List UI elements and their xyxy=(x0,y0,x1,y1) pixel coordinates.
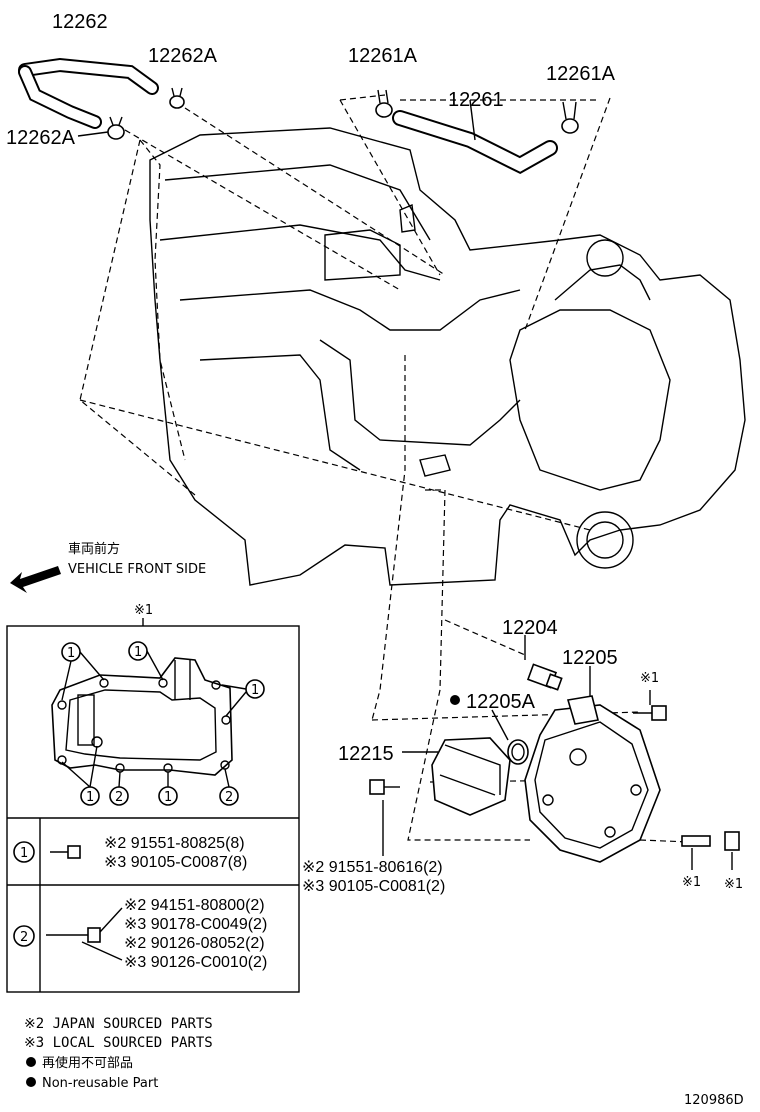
row2-line1: ※2 94151-80800(2) xyxy=(124,897,265,914)
label-12262A-left: 12262A xyxy=(6,127,76,149)
label-12204: 12204 xyxy=(502,617,558,639)
nonreusable-icon-en xyxy=(26,1077,36,1087)
label-12205A: 12205A xyxy=(466,691,536,713)
clip-12261A-left xyxy=(375,89,393,118)
note-japan: ※2 JAPAN SOURCED PARTS xyxy=(24,1016,213,1032)
label-12262: 12262 xyxy=(52,11,108,33)
nonreusable-icon-jp xyxy=(26,1057,36,1067)
bolt-main-line2: ※3 90105-C0081(2) xyxy=(302,878,445,895)
hose-12262 xyxy=(18,57,159,129)
ref-mark-stud: ※1 xyxy=(682,875,701,890)
svg-text:1: 1 xyxy=(67,646,75,661)
svg-text:1: 1 xyxy=(251,683,259,698)
label-12262A-top: 12262A xyxy=(148,45,218,67)
svg-text:1: 1 xyxy=(86,790,94,805)
row2-line3: ※2 90126-08052(2) xyxy=(124,935,265,952)
svg-text:2: 2 xyxy=(115,790,123,805)
pcv-valve-12204 xyxy=(524,635,563,691)
svg-text:1: 1 xyxy=(164,790,172,805)
stud-bolt xyxy=(681,835,711,870)
leader-lines xyxy=(79,94,691,843)
bolt-ref-top xyxy=(633,690,667,721)
clip-12262A-top xyxy=(169,87,185,109)
note-nonreuse-jp: 再使用不可部品 xyxy=(42,1055,133,1071)
svg-text:1: 1 xyxy=(134,645,142,660)
cap-12205 xyxy=(524,666,661,863)
figure-id: 120986D xyxy=(684,1093,744,1108)
front-arrow-icon xyxy=(10,566,61,593)
row1-line2: ※3 90105-C0087(8) xyxy=(104,854,247,871)
front-label-en: VEHICLE FRONT SIDE xyxy=(68,562,206,577)
table-header-mark: ※1 xyxy=(134,603,153,618)
notes: ※2 JAPAN SOURCED PARTS ※3 LOCAL SOURCED … xyxy=(24,1016,213,1091)
label-12261: 12261 xyxy=(448,89,504,111)
label-12205: 12205 xyxy=(562,647,618,669)
row2-circle: 2 xyxy=(20,930,28,945)
row1-line1: ※2 91551-80825(8) xyxy=(104,835,245,852)
clip-12261A-right xyxy=(561,101,579,134)
ref-mark-top: ※1 xyxy=(640,671,659,686)
label-12261A-right: 12261A xyxy=(546,63,616,85)
bolt-main xyxy=(369,779,400,856)
gasket-12205A xyxy=(491,709,529,765)
ref-mark-nut: ※1 xyxy=(724,877,743,892)
hose-12261 xyxy=(392,99,558,175)
engine-outline xyxy=(149,127,746,586)
bolt-main-line1: ※2 91551-80616(2) xyxy=(302,859,443,876)
nut xyxy=(724,831,740,870)
row2-line4: ※3 90126-C0010(2) xyxy=(124,954,267,971)
clip-12262A-left xyxy=(77,116,125,140)
row2-line2: ※3 90178-C0049(2) xyxy=(124,916,267,933)
label-12215: 12215 xyxy=(338,743,394,765)
separator-12215 xyxy=(402,737,511,816)
note-local: ※3 LOCAL SOURCED PARTS xyxy=(24,1035,213,1051)
gasket-detail-table: ※1 1 1 1 1 1 2 2 1 ※2 91551-80825(8 xyxy=(6,603,300,993)
row1-circle: 1 xyxy=(20,846,28,861)
note-nonreuse-en: Non-reusable Part xyxy=(42,1076,158,1091)
label-12261A-left: 12261A xyxy=(348,45,418,67)
svg-text:2: 2 xyxy=(225,790,233,805)
gasket-callouts: 1 1 1 1 1 2 2 xyxy=(61,641,265,806)
nonreusable-mark-icon xyxy=(450,695,460,705)
front-label-jp: 車両前方 xyxy=(68,541,120,557)
part-labels: 12262 12262A 12262A 12261A 12261 12261A … xyxy=(6,11,743,892)
